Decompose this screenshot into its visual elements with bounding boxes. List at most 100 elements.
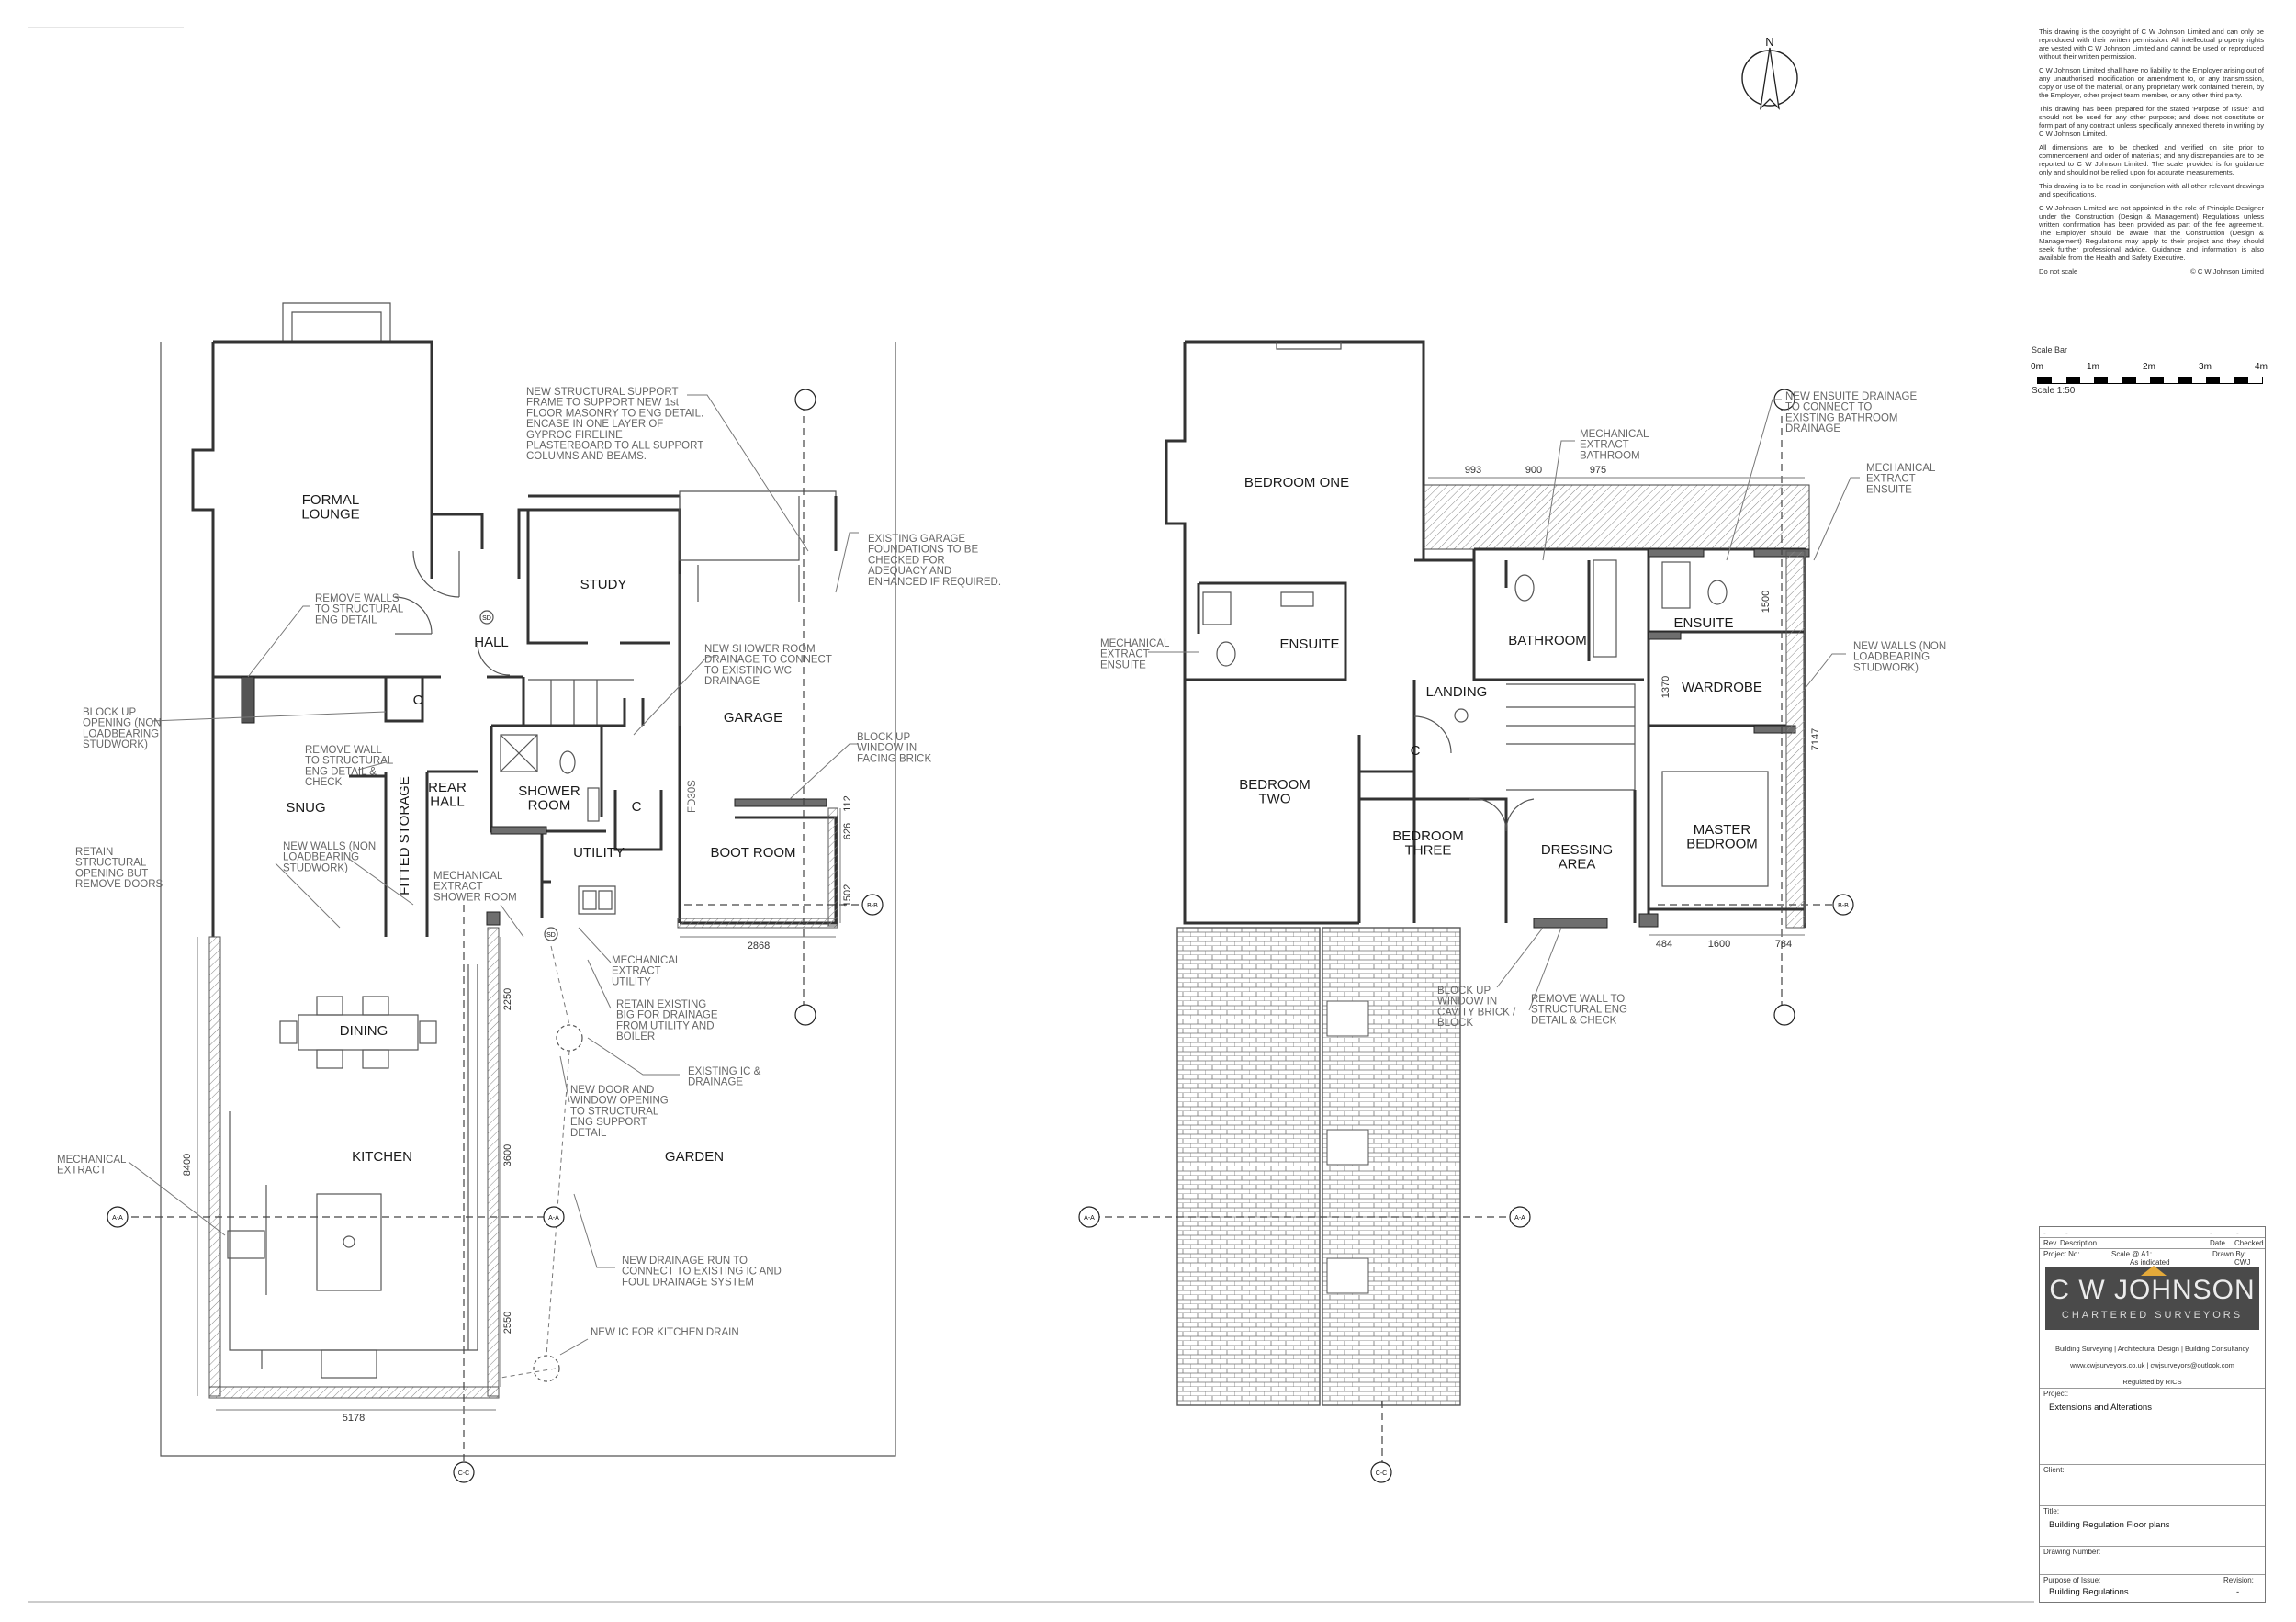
tb-date-header: Date xyxy=(2210,1239,2225,1247)
marker-cc-2: C-C xyxy=(1376,1470,1387,1477)
dim-3600: 3600 xyxy=(502,1144,513,1166)
dim-5178: 5178 xyxy=(343,1413,365,1424)
dim-993: 993 xyxy=(1465,465,1481,476)
roof-icon xyxy=(2141,1266,2167,1276)
marker-bb-2: B-B xyxy=(1838,903,1849,909)
tb-drawing-number-label: Drawing Number: xyxy=(2043,1548,2101,1556)
company-services: Building Surveying | Architectural Desig… xyxy=(2054,1345,2250,1353)
tb-revision-label: Revision: xyxy=(2223,1576,2254,1584)
marker-aa-2: A-A xyxy=(548,1215,559,1222)
marker-sd-2: SD xyxy=(546,932,556,939)
note-existing-ic: EXISTING IC &DRAINAGE xyxy=(688,1066,761,1088)
dim-2250: 2250 xyxy=(502,988,513,1010)
do-not-scale: Do not scale xyxy=(2039,267,2078,276)
room-fitted-storage: FITTED STORAGE xyxy=(397,776,412,895)
dim-8400: 8400 xyxy=(182,1154,193,1176)
first-floor-dimensions: 993 900 975 1500 1370 7147 484 1600 784 xyxy=(1465,465,1821,950)
room-hall: HALL xyxy=(474,635,509,650)
marker-aa-4: A-A xyxy=(1514,1215,1525,1222)
legal-note: This drawing has been prepared for the s… xyxy=(2039,105,2264,138)
tb-desc-header: Description xyxy=(2060,1239,2098,1247)
company-contact: www.cwjsurveyors.co.uk | cwjsurveyors@ou… xyxy=(2070,1361,2234,1369)
scale-tick: 0m xyxy=(2031,362,2043,372)
room-ensuite-b: ENSUITE xyxy=(1673,615,1733,631)
tb-title-value: Building Regulation Floor plans xyxy=(2049,1520,2170,1530)
room-wardrobe: WARDROBE xyxy=(1682,680,1762,695)
tb-title-label: Title: xyxy=(2043,1507,2060,1515)
marker-bb-1: B-B xyxy=(867,903,878,909)
copyright: © C W Johnson Limited xyxy=(2190,267,2264,276)
dim-2550: 2550 xyxy=(502,1312,513,1334)
scale-bar-graphic xyxy=(2037,377,2263,384)
room-bedroom-one: BEDROOM ONE xyxy=(1244,475,1349,490)
scale-tick: 4m xyxy=(2255,362,2268,372)
logo-name: C W JOHNSON xyxy=(2049,1275,2256,1305)
tb-project-no-label: Project No: xyxy=(2043,1250,2080,1258)
tb-purpose-value: Building Regulations xyxy=(2049,1587,2129,1597)
scale-bar: Scale Bar 0m 1m 2m 3m 4m Scale 1:50 xyxy=(2031,342,2270,397)
dim-975: 975 xyxy=(1590,465,1606,476)
room-kitchen: KITCHEN xyxy=(352,1149,412,1165)
logo-subtitle: CHARTERED SURVEYORS xyxy=(2061,1310,2244,1321)
section-markers xyxy=(107,389,1854,1483)
company-regulated: Regulated by RICS xyxy=(2122,1378,2182,1386)
room-landing: LANDING xyxy=(1426,684,1488,700)
tb-scale-label: Scale @ A1: xyxy=(2111,1250,2153,1258)
legal-note: C W Johnson Limited shall have no liabil… xyxy=(2039,66,2264,99)
note-fd30s: FD30S xyxy=(687,780,698,813)
dim-626: 626 xyxy=(842,823,853,839)
dim-1600: 1600 xyxy=(1708,939,1730,950)
tb-scale-value: As indicated xyxy=(2130,1258,2170,1267)
first-floor-plan xyxy=(1093,340,1837,1470)
legal-note: All dimensions are to be checked and ver… xyxy=(2039,143,2264,176)
first-floor-labels: BEDROOM ONE ENSUITE BATHROOM ENSUITE LAN… xyxy=(1239,475,1762,872)
legal-note: C W Johnson Limited are not appointed in… xyxy=(2039,204,2264,262)
legal-note: This drawing is the copyright of C W Joh… xyxy=(2039,28,2264,61)
tb-project-value: Extensions and Alterations xyxy=(2049,1402,2152,1413)
legal-note: This drawing is to be read in conjunctio… xyxy=(2039,182,2264,198)
tb-checked-header: Checked xyxy=(2234,1239,2264,1247)
dim-7147: 7147 xyxy=(1810,728,1821,750)
room-garden: GARDEN xyxy=(665,1149,724,1165)
dim-784: 784 xyxy=(1775,939,1792,950)
room-boot-room: BOOT ROOM xyxy=(710,845,795,861)
dim-1502: 1502 xyxy=(842,884,853,907)
tb-revision-value: - xyxy=(2236,1587,2240,1597)
tb-rev-header: Rev xyxy=(2043,1239,2057,1247)
tb-rev-value: - xyxy=(2043,1229,2046,1237)
scale-bar-label: Scale Bar xyxy=(2032,345,2068,355)
room-snug: SNUG xyxy=(286,800,325,816)
title-block: - - - - Rev Description Date Checked Pro… xyxy=(2039,1226,2266,1603)
room-cupboard: C xyxy=(413,693,423,708)
north-label: N xyxy=(1765,35,1773,49)
marker-sd-1: SD xyxy=(482,615,491,622)
company-logo: C W JOHNSON CHARTERED SURVEYORS xyxy=(2045,1266,2259,1330)
room-utility: UTILITY xyxy=(573,845,625,861)
tb-checked-value: - xyxy=(2236,1229,2239,1237)
scale-tick: 1m xyxy=(2087,362,2099,372)
ground-floor-dimensions: 2868 626 112 1502 2250 3600 2550 8400 51… xyxy=(182,795,853,1424)
dim-112: 112 xyxy=(842,795,853,812)
